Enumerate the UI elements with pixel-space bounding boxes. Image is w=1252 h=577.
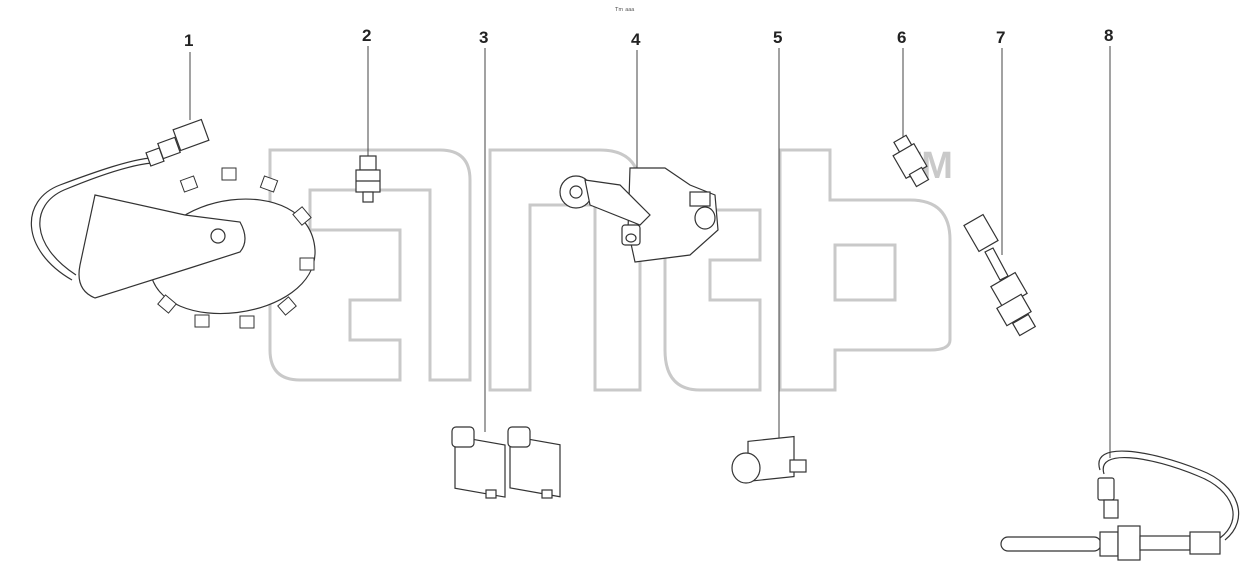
part-1-crankshaft-sensor [30, 118, 316, 329]
part-4-pedal-sensor [559, 167, 719, 263]
part-6-temperature-switch [892, 134, 930, 188]
callout-6: 6 [897, 28, 906, 47]
callout-7: 7 [996, 28, 1005, 47]
part-5-pressure-switch [731, 435, 807, 484]
callout-8: 8 [1104, 26, 1113, 45]
callout-1: 1 [184, 31, 193, 50]
part-2-oil-pressure-sensor [355, 155, 381, 203]
callout-4: 4 [631, 30, 641, 49]
callout-3: 3 [479, 28, 488, 47]
part-8-exhaust-sensor [1000, 450, 1240, 561]
part-7-coolant-sensor [963, 213, 1037, 337]
callout-2: 2 [362, 26, 371, 45]
part-3-switches [451, 426, 561, 499]
leader-lines [189, 46, 1111, 458]
callout-5: 5 [773, 28, 782, 47]
header-mark: ᵀᵐ ᵃᵃᵃ [615, 6, 635, 15]
